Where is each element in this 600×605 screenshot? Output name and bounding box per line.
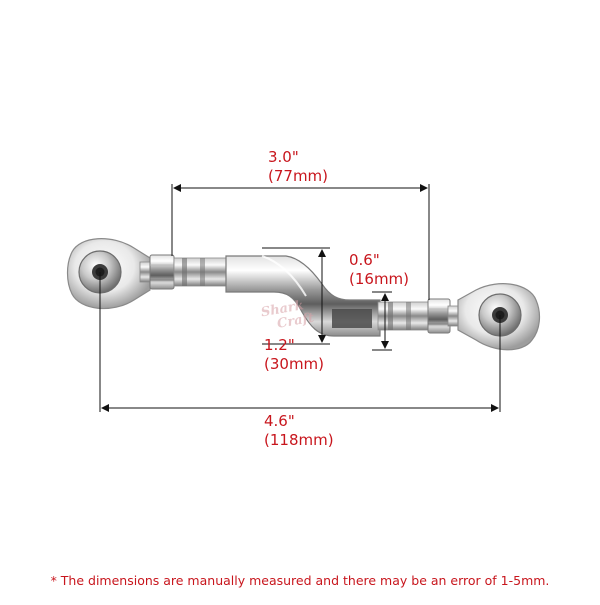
- overall-length-label: 4.6" (118mm): [264, 412, 334, 450]
- measurement-disclaimer: * The dimensions are manually measured a…: [50, 573, 550, 588]
- wrench-flat: [332, 309, 372, 328]
- body-length-inches: 3.0": [268, 148, 299, 166]
- offset-small-mm: (16mm): [349, 270, 410, 288]
- offset-small-label: 0.6" (16mm): [349, 251, 409, 289]
- offset-large-mm: (30mm): [264, 355, 325, 373]
- body-length-label: 3.0" (77mm): [268, 148, 328, 186]
- overall-length-inches: 4.6": [264, 412, 295, 430]
- body-length-mm: (77mm): [268, 167, 329, 185]
- adjustable-link-rod-icon: [66, 238, 541, 351]
- offset-large-inches: 1.2": [264, 336, 295, 354]
- offset-small-inches: 0.6": [349, 251, 380, 269]
- left-rod-end: [66, 238, 151, 310]
- right-rod-end: [457, 283, 541, 351]
- offset-large-label: 1.2" (30mm): [264, 336, 324, 374]
- overall-length-mm: (118mm): [264, 431, 334, 449]
- dimension-lines: [99, 184, 501, 412]
- right-nut: [427, 298, 451, 334]
- left-nut: [149, 254, 175, 290]
